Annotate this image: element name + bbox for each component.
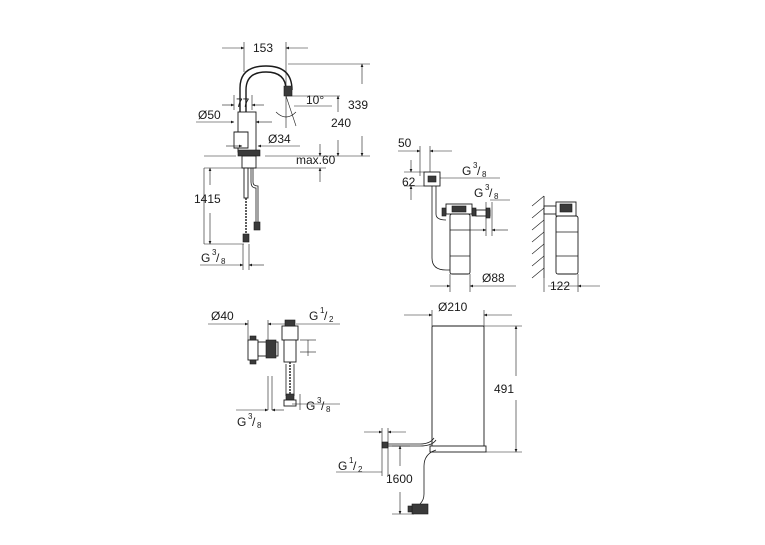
faucet-height-label: 339 bbox=[348, 98, 368, 112]
filter-thread-top-g: G bbox=[462, 164, 471, 178]
faucet-spout-offset-label: 77 bbox=[236, 96, 250, 110]
filter-offset-label: 50 bbox=[398, 136, 412, 150]
faucet-width-label: 153 bbox=[253, 41, 273, 55]
svg-text:/: / bbox=[252, 415, 256, 429]
valve-thread-bl-g: G bbox=[237, 415, 246, 429]
boiler-view: Ø210 491 G 1 / 2 1600 bbox=[336, 300, 522, 515]
faucet-angle-label: 10° bbox=[306, 93, 324, 107]
boiler-thread-num: 1 bbox=[349, 456, 354, 465]
valve-thread-bl-num: 3 bbox=[248, 412, 253, 421]
filter-thread-top-num: 3 bbox=[473, 161, 478, 170]
boiler-height-label: 491 bbox=[494, 382, 514, 396]
valve-thread-top-g: G bbox=[309, 309, 318, 323]
svg-text:/: / bbox=[321, 399, 325, 413]
filter-depth-label: 122 bbox=[550, 279, 570, 293]
faucet-hose-length-label: 1415 bbox=[194, 192, 221, 206]
valve-thread-bl-den: 8 bbox=[257, 421, 262, 430]
valve-thread-br-num: 3 bbox=[317, 396, 322, 405]
filter-dia-label: Ø88 bbox=[482, 271, 505, 285]
power-cable bbox=[419, 449, 437, 505]
valve-thread-top-den: 2 bbox=[329, 315, 334, 324]
svg-text:/: / bbox=[353, 459, 357, 473]
faucet-counter-max-label: max.60 bbox=[296, 153, 336, 167]
filter-drop-label: 62 bbox=[402, 175, 416, 189]
faucet-body-dia-label: Ø50 bbox=[198, 108, 221, 122]
boiler-thread-den: 2 bbox=[358, 465, 363, 474]
power-plug bbox=[411, 503, 429, 515]
valve-dia-label: Ø40 bbox=[211, 309, 234, 323]
boiler-thread-g: G bbox=[338, 459, 347, 473]
valve-view: Ø40 G 1 / 2 G 3 / 8 G 3 bbox=[208, 306, 340, 430]
valve-thread-br-den: 8 bbox=[326, 405, 331, 414]
faucet-thread-den: 8 bbox=[221, 257, 226, 266]
faucet-hole-dia-label: Ø34 bbox=[268, 132, 291, 146]
filter-side-cartridge bbox=[555, 215, 579, 275]
faucet-spout-height-label: 240 bbox=[331, 116, 351, 130]
valve-thread-top-num: 1 bbox=[320, 306, 325, 315]
svg-text:/: / bbox=[489, 186, 493, 200]
svg-text:/: / bbox=[216, 251, 220, 265]
svg-text:/: / bbox=[324, 309, 328, 323]
boiler-cable-label: 1600 bbox=[386, 472, 413, 486]
filter-thread-side-num: 3 bbox=[485, 183, 490, 192]
filter-view: 50 62 G 3 / 8 G 3 bbox=[398, 136, 600, 293]
boiler-dia-label: Ø210 bbox=[438, 300, 468, 314]
faucet-view: 153 339 77 10° 240 bbox=[194, 41, 370, 270]
svg-text:/: / bbox=[477, 164, 481, 178]
filter-thread-top-den: 8 bbox=[482, 170, 487, 179]
filter-thread-side-g: G bbox=[474, 186, 483, 200]
valve-thread-br-g: G bbox=[306, 399, 315, 413]
faucet-thread-num: 3 bbox=[212, 248, 217, 257]
boiler-tank bbox=[431, 325, 485, 451]
filter-thread-side-den: 8 bbox=[494, 192, 499, 201]
filter-cartridge bbox=[449, 213, 471, 275]
faucet-spout bbox=[239, 65, 293, 152]
faucet-thread-g: G bbox=[201, 251, 210, 265]
